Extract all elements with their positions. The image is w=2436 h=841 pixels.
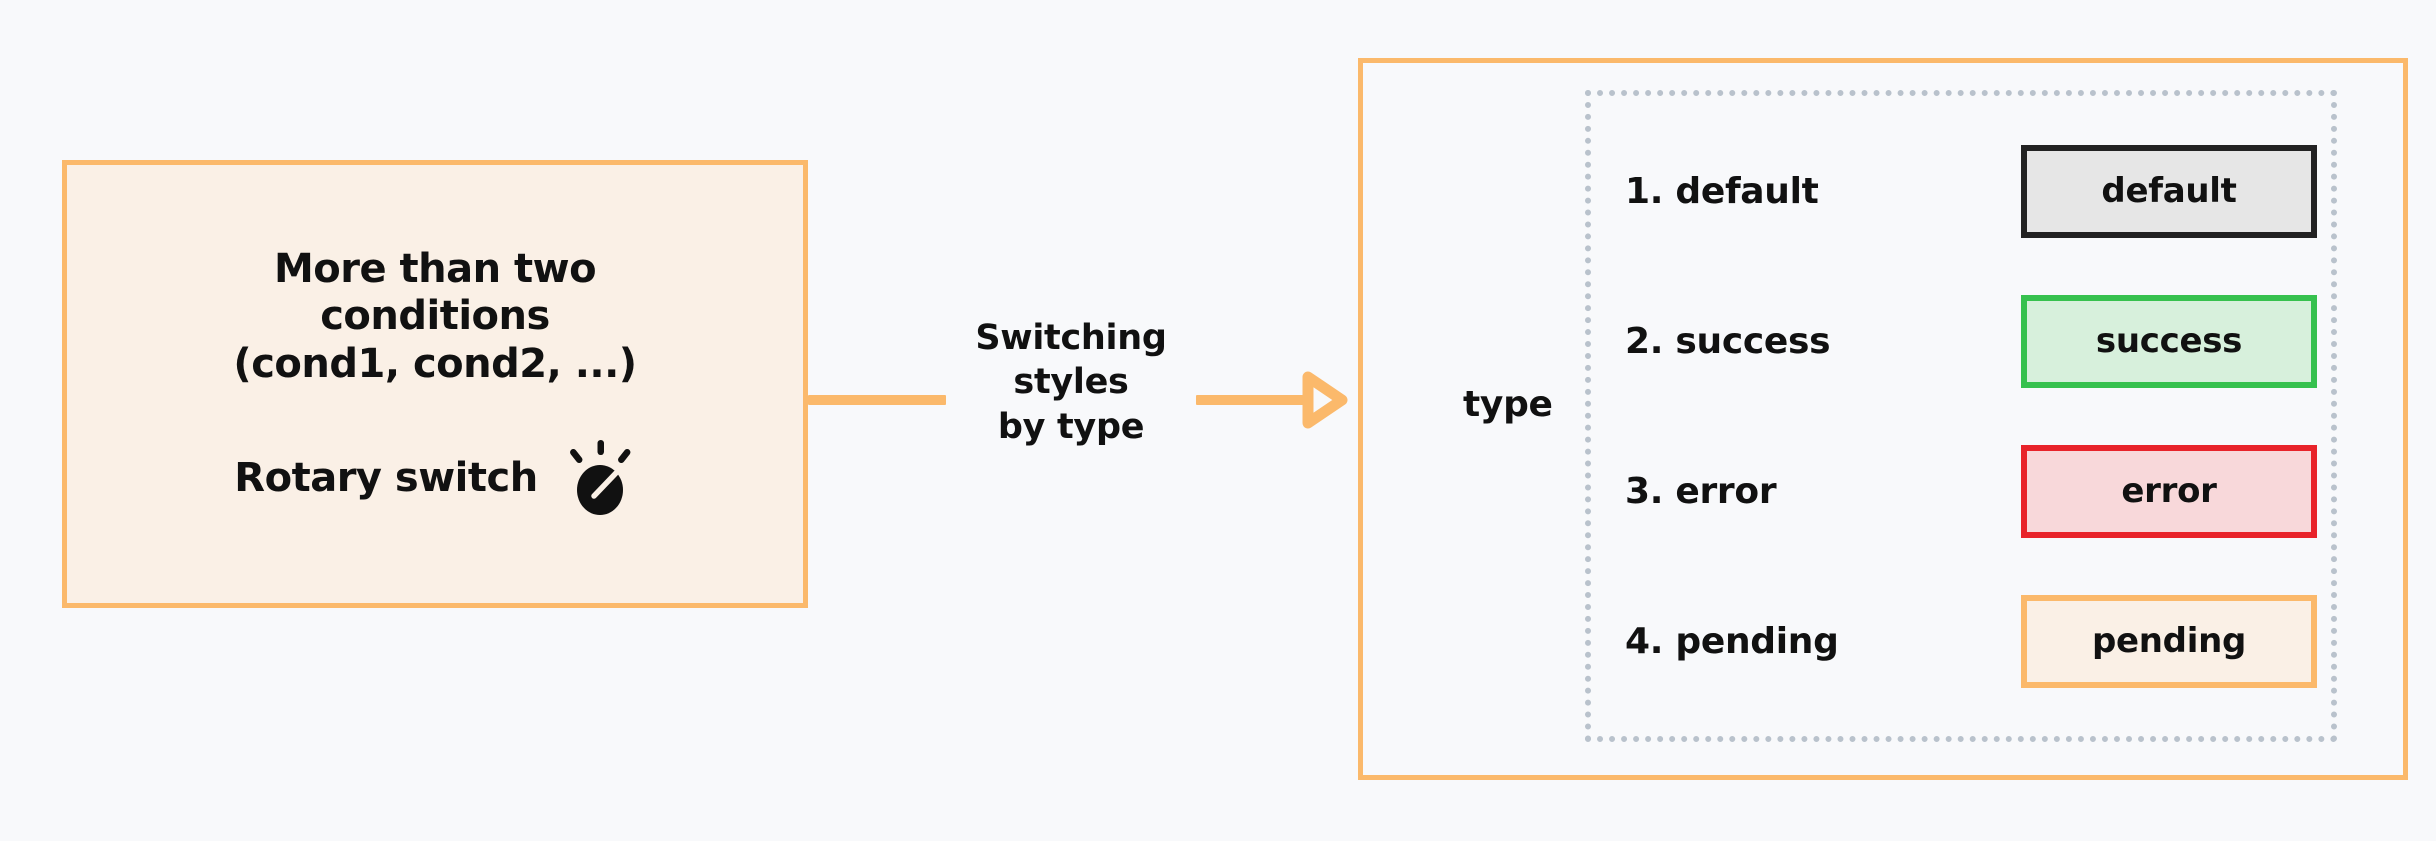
badge-success[interactable]: success: [2021, 294, 2317, 388]
badge-default[interactable]: default: [2021, 144, 2317, 238]
type-panel: type 1. default default 2. success succe…: [1358, 58, 2408, 780]
type-row-success: 2. success success: [1591, 266, 2317, 416]
arrow-right-icon: [1300, 370, 1348, 430]
connector-label: Switching styles by type: [975, 318, 1167, 447]
rotary-switch-row: Rotary switch: [234, 439, 636, 516]
type-row-label: 1. default: [1625, 170, 1819, 212]
badge-error[interactable]: error: [2021, 444, 2317, 538]
type-panel-label: type: [1463, 384, 1553, 425]
rotary-switch-label: Rotary switch: [234, 454, 538, 501]
type-variants-group: 1. default default 2. success success 3.…: [1585, 90, 2337, 742]
type-row-label: 2. success: [1625, 320, 1831, 362]
type-row-pending: 4. pending pending: [1591, 566, 2317, 716]
rotary-switch-icon: [564, 439, 636, 516]
type-row-label: 4. pending: [1625, 620, 1839, 662]
type-row-default: 1. default default: [1591, 116, 2317, 266]
connector-line-left: [808, 395, 946, 405]
conditions-box: More than two conditions (cond1, cond2, …: [62, 160, 808, 608]
type-row-error: 3. error error: [1591, 416, 2317, 566]
type-row-label: 3. error: [1625, 470, 1777, 512]
connector-line-right: [1196, 395, 1306, 405]
conditions-headline: More than two conditions (cond1, cond2, …: [233, 246, 637, 387]
badge-pending[interactable]: pending: [2021, 594, 2317, 688]
